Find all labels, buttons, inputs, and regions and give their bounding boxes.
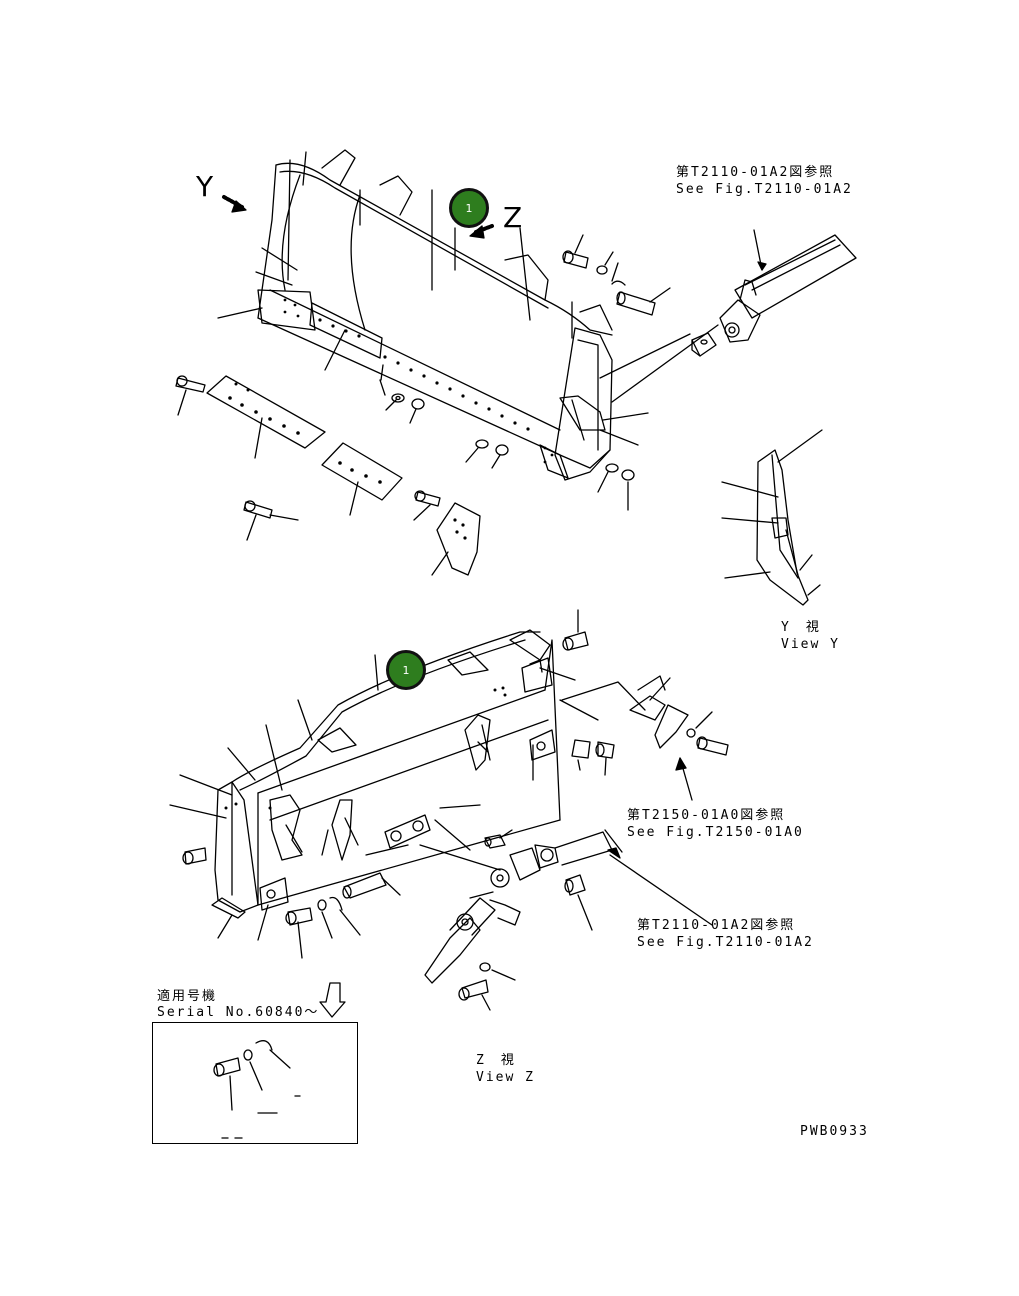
cutting-edge-right (321, 442, 403, 516)
serial-caption-jp: 適用号機 (157, 989, 218, 1004)
view-z-letter: Z (503, 201, 523, 234)
bolts-top (175, 364, 635, 541)
blade-bottom (169, 629, 599, 941)
serial-caption-en: Serial No.60840～ (157, 1005, 320, 1020)
view-z-caption-en: View Z (476, 1070, 535, 1085)
ref-low-en[interactable]: See Fig.T2110-01A2 (637, 935, 814, 950)
drawing-number: PWB0933 (800, 1124, 869, 1139)
ref-top-jp[interactable]: 第T2110-01A2図参照 (676, 165, 835, 180)
view-y-caption-en: View Y (781, 637, 840, 652)
corner-bit (431, 502, 481, 576)
ref-top-en[interactable]: See Fig.T2110-01A2 (676, 182, 853, 197)
view-y-letter: Y (196, 170, 214, 203)
cylinder-top (611, 229, 857, 403)
view-z-arrow (469, 224, 494, 239)
blade-top (217, 149, 613, 481)
callout-marker-1-top[interactable]: 1 (449, 188, 489, 228)
callout-marker-1-bottom[interactable]: 1 (386, 650, 426, 690)
ref-mid-en[interactable]: See Fig.T2150-01A0 (627, 825, 804, 840)
parts-bottom (182, 609, 729, 1011)
pin-parts-top (559, 234, 717, 446)
inset-parts (213, 1040, 301, 1139)
view-z-caption-jp: Z 視 (476, 1053, 516, 1068)
ref-low-jp[interactable]: 第T2110-01A2図参照 (637, 918, 796, 933)
view-y-arrow (222, 195, 247, 213)
serial-arrow (319, 982, 346, 1018)
view-y-caption-jp: Y 視 (781, 620, 821, 635)
serial-inset-box (152, 1022, 358, 1144)
cutting-edge-left (206, 375, 326, 459)
view-y-detail (721, 429, 823, 606)
ref-mid-jp[interactable]: 第T2150-01A0図参照 (627, 808, 786, 823)
